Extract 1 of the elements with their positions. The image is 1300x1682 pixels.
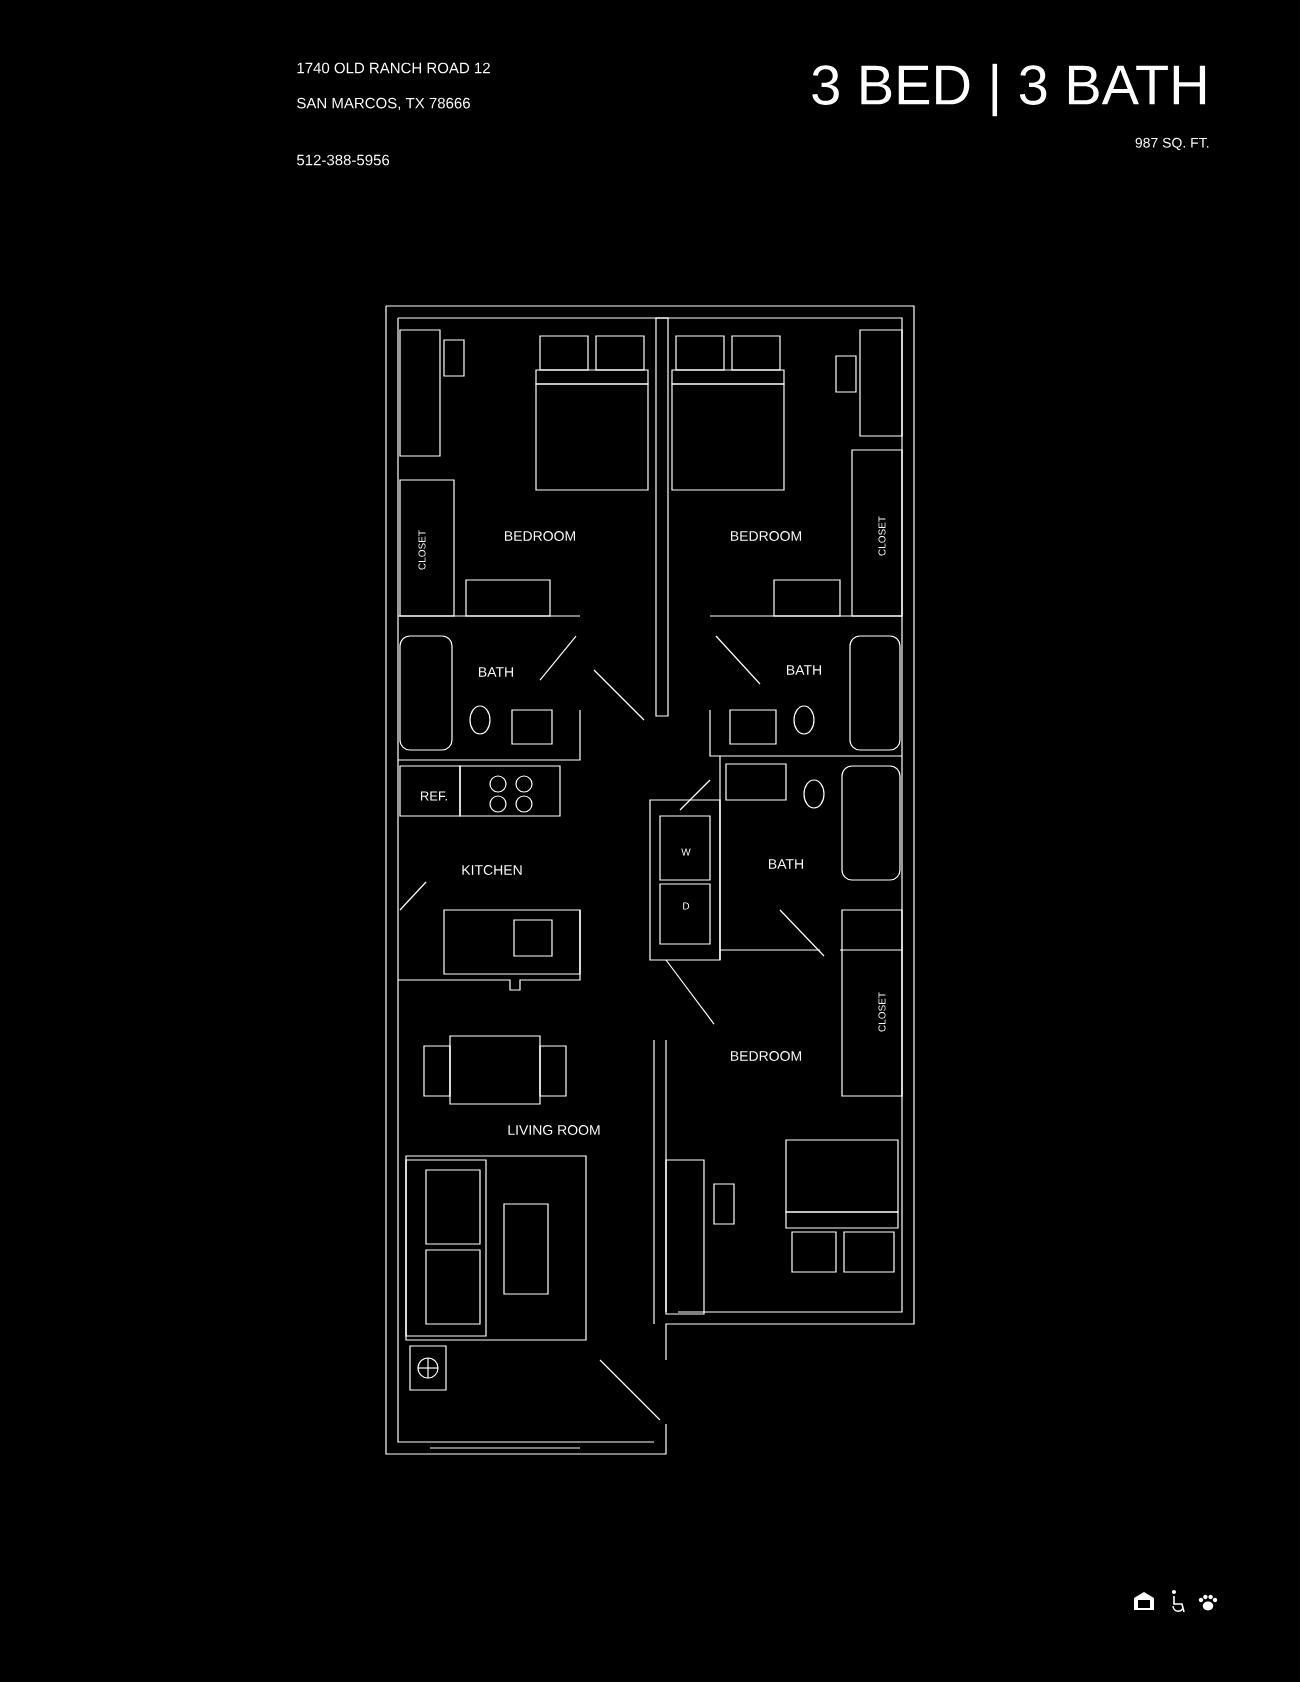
title: 3 BED | 3 BATH [812,63,1206,117]
